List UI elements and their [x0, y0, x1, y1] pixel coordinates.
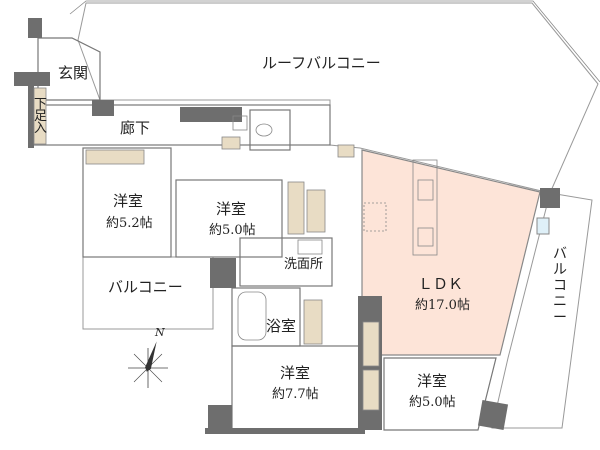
toilet-area: [249, 109, 291, 151]
bedroom4-size: 約5.0帖: [409, 395, 456, 410]
shoe-closet-label-2: 足: [34, 109, 47, 124]
ldk-name: ＬＤＫ: [418, 275, 463, 293]
bedroom1-size: 約5.2帖: [106, 216, 153, 231]
north-compass-icon: [128, 341, 168, 388]
shoe-closet-label-3: 入: [34, 121, 47, 136]
bathroom-label: 浴室: [266, 317, 296, 335]
balcony-right-area: [491, 192, 593, 429]
balcony-right-char: ー: [553, 310, 567, 326]
balcony-right-char: バ: [553, 246, 567, 262]
bedroom2-size: 約5.0帖: [209, 223, 256, 238]
shoe-closet-label-1: 下: [34, 97, 47, 112]
balcony-left-label: バルコニー: [108, 278, 183, 296]
bedroom4-name: 洋室: [417, 372, 447, 390]
ldk-area: [361, 149, 541, 356]
bedroom4-area: [383, 357, 497, 431]
roof-balcony-area: [77, 2, 599, 194]
bedroom1-name: 洋室: [113, 192, 143, 210]
balcony-left-area: [82, 256, 214, 330]
washroom-area: [239, 237, 333, 287]
bedroom2-name: 洋室: [216, 200, 246, 218]
bedroom3-name: 洋室: [280, 364, 310, 382]
bedroom3-size: 約7.7帖: [272, 387, 319, 402]
balcony-right-label: バ ル コ ニ ー: [553, 246, 567, 326]
bedroom2-area: [175, 179, 283, 258]
roof-balcony-label: ルーフバルコニー: [262, 54, 381, 72]
bedroom1-area: [82, 147, 172, 258]
balcony-right-char: ル: [553, 262, 567, 278]
balcony-right-char: ニ: [553, 294, 567, 310]
compass-north-label: N: [154, 326, 165, 339]
balcony-right-char: コ: [553, 278, 567, 294]
entrance-label: 玄関: [58, 64, 88, 82]
hallway-label: 廊下: [120, 119, 150, 137]
washroom-label: 洗面所: [284, 257, 323, 272]
ldk-size: 約17.0帖: [415, 298, 470, 313]
